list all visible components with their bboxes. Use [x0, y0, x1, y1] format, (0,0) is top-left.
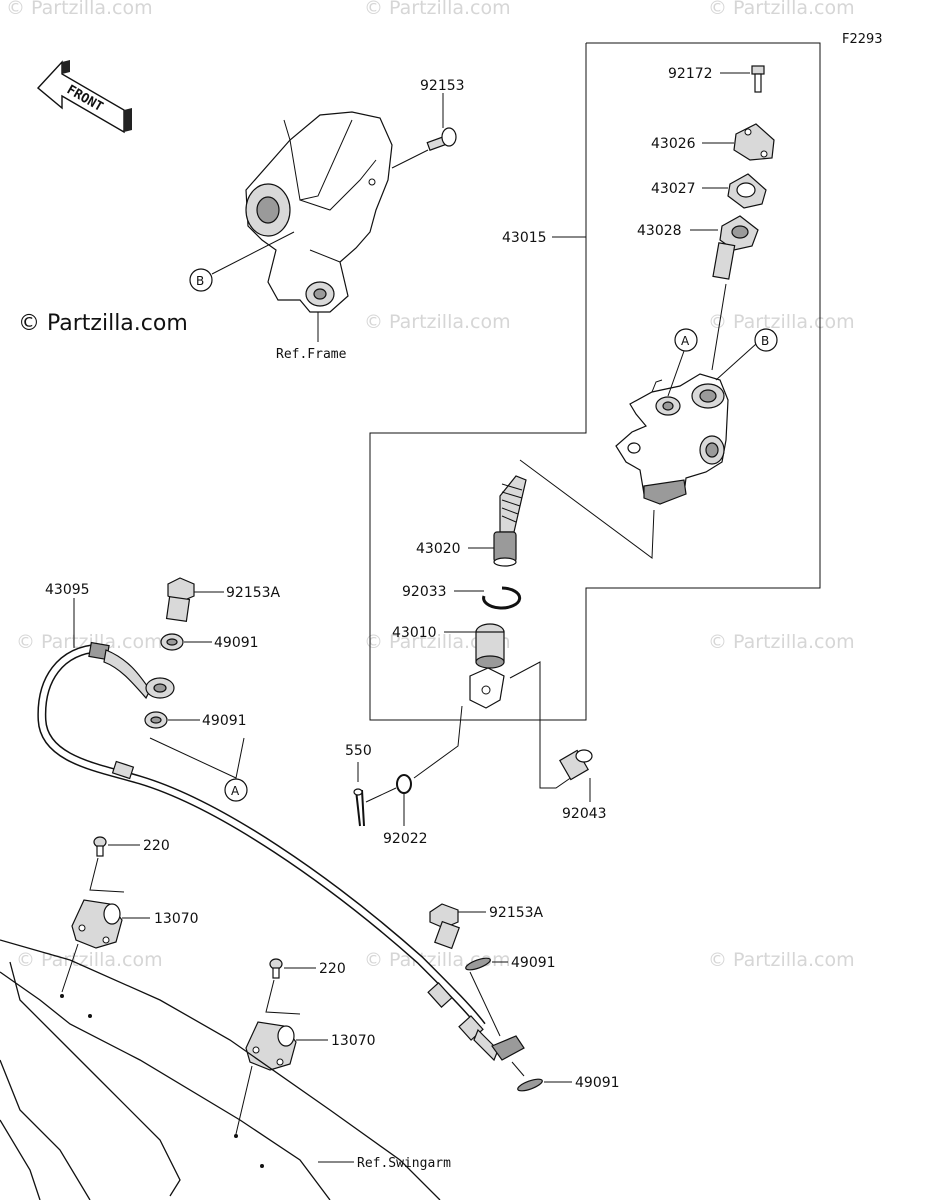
callout-a — [674, 328, 698, 352]
piston-spring-43020 — [493, 475, 527, 567]
part-label-43010: 43010 — [392, 625, 437, 641]
part-label-220-lower: 220 — [319, 961, 346, 977]
screw-220-upper — [93, 836, 107, 857]
part-label-92172: 92172 — [668, 66, 713, 82]
watermark: © Partzilla.com — [364, 311, 511, 333]
part-label-43095: 43095 — [45, 582, 90, 598]
washer-92022 — [396, 774, 412, 794]
diaphragm-43027 — [727, 173, 767, 209]
watermark: © Partzilla.com — [708, 631, 855, 653]
ref-frame-label: Ref.Frame — [276, 347, 347, 362]
snap-ring-92033 — [482, 586, 522, 610]
watermark: © Partzilla.com — [16, 631, 163, 653]
part-label-92033: 92033 — [402, 584, 447, 600]
watermark: © Partzilla.com — [6, 0, 153, 19]
callout-a-hose — [224, 778, 248, 802]
push-rod-43010 — [469, 623, 505, 709]
banjo-bolt-92153A-bottom — [429, 903, 460, 950]
watermark: © Partzilla.com — [708, 311, 855, 333]
callout-b — [189, 268, 213, 292]
watermark: © Partzilla.com — [708, 949, 855, 971]
brand-logo: © Partzilla.com — [18, 311, 188, 336]
part-label-92153A-bottom: 92153A — [489, 905, 544, 921]
pin-92043 — [559, 749, 593, 781]
part-label-220-upper: 220 — [143, 838, 170, 854]
watermark: © Partzilla.com — [364, 0, 511, 19]
part-label-49091-4: 49091 — [575, 1075, 620, 1091]
cotter-pin-550 — [353, 788, 365, 827]
part-label-43028: 43028 — [637, 223, 682, 239]
hose-clamp-13070-lower — [245, 1021, 297, 1071]
part-label-92153: 92153 — [420, 78, 465, 94]
part-label-13070-lower: 13070 — [331, 1033, 376, 1049]
callout-a-hose-letter: A — [231, 784, 240, 798]
washer-49091-4 — [517, 1078, 543, 1092]
callout-a-letter: A — [681, 334, 690, 348]
part-label-92043: 92043 — [562, 806, 607, 822]
assembly-border — [369, 42, 821, 721]
callout-b-body-letter: B — [761, 334, 769, 348]
washer-49091-3 — [465, 957, 491, 971]
part-label-49091-2: 49091 — [202, 713, 247, 729]
brake-hose-43095 — [37, 641, 525, 1062]
banjo-bolt-92153A-top — [165, 577, 195, 622]
part-label-43020: 43020 — [416, 541, 461, 557]
frame-bracket — [245, 111, 393, 313]
part-label-550: 550 — [345, 743, 372, 759]
figure-code: F2293 — [842, 32, 883, 47]
callout-b-body — [754, 328, 778, 352]
part-label-43026: 43026 — [651, 136, 696, 152]
reservoir-cap-43026 — [733, 123, 775, 161]
screw-220-lower — [269, 958, 283, 979]
watermark: © Partzilla.com — [708, 0, 855, 19]
part-label-49091-1: 49091 — [214, 635, 259, 651]
reservoir-fitting-43028 — [712, 215, 759, 280]
part-label-13070-upper: 13070 — [154, 911, 199, 927]
watermark: © Partzilla.com — [16, 949, 163, 971]
swingarm — [0, 939, 441, 1200]
bolt-92172 — [751, 65, 765, 93]
watermark: © Partzilla.com — [364, 631, 511, 653]
part-label-43027: 43027 — [651, 181, 696, 197]
part-label-43015: 43015 — [502, 230, 547, 246]
bolt-92153 — [426, 127, 457, 151]
front-arrow-icon: FRONT — [36, 60, 132, 134]
hose-clamp-13070-upper — [71, 899, 123, 949]
ref-swingarm-label: Ref.Swingarm — [357, 1156, 451, 1171]
part-label-92153A-top: 92153A — [226, 585, 281, 601]
callout-b-letter: B — [196, 274, 204, 288]
part-label-92022: 92022 — [383, 831, 428, 847]
part-label-49091-3: 49091 — [511, 955, 556, 971]
master-cylinder-body — [615, 373, 729, 505]
